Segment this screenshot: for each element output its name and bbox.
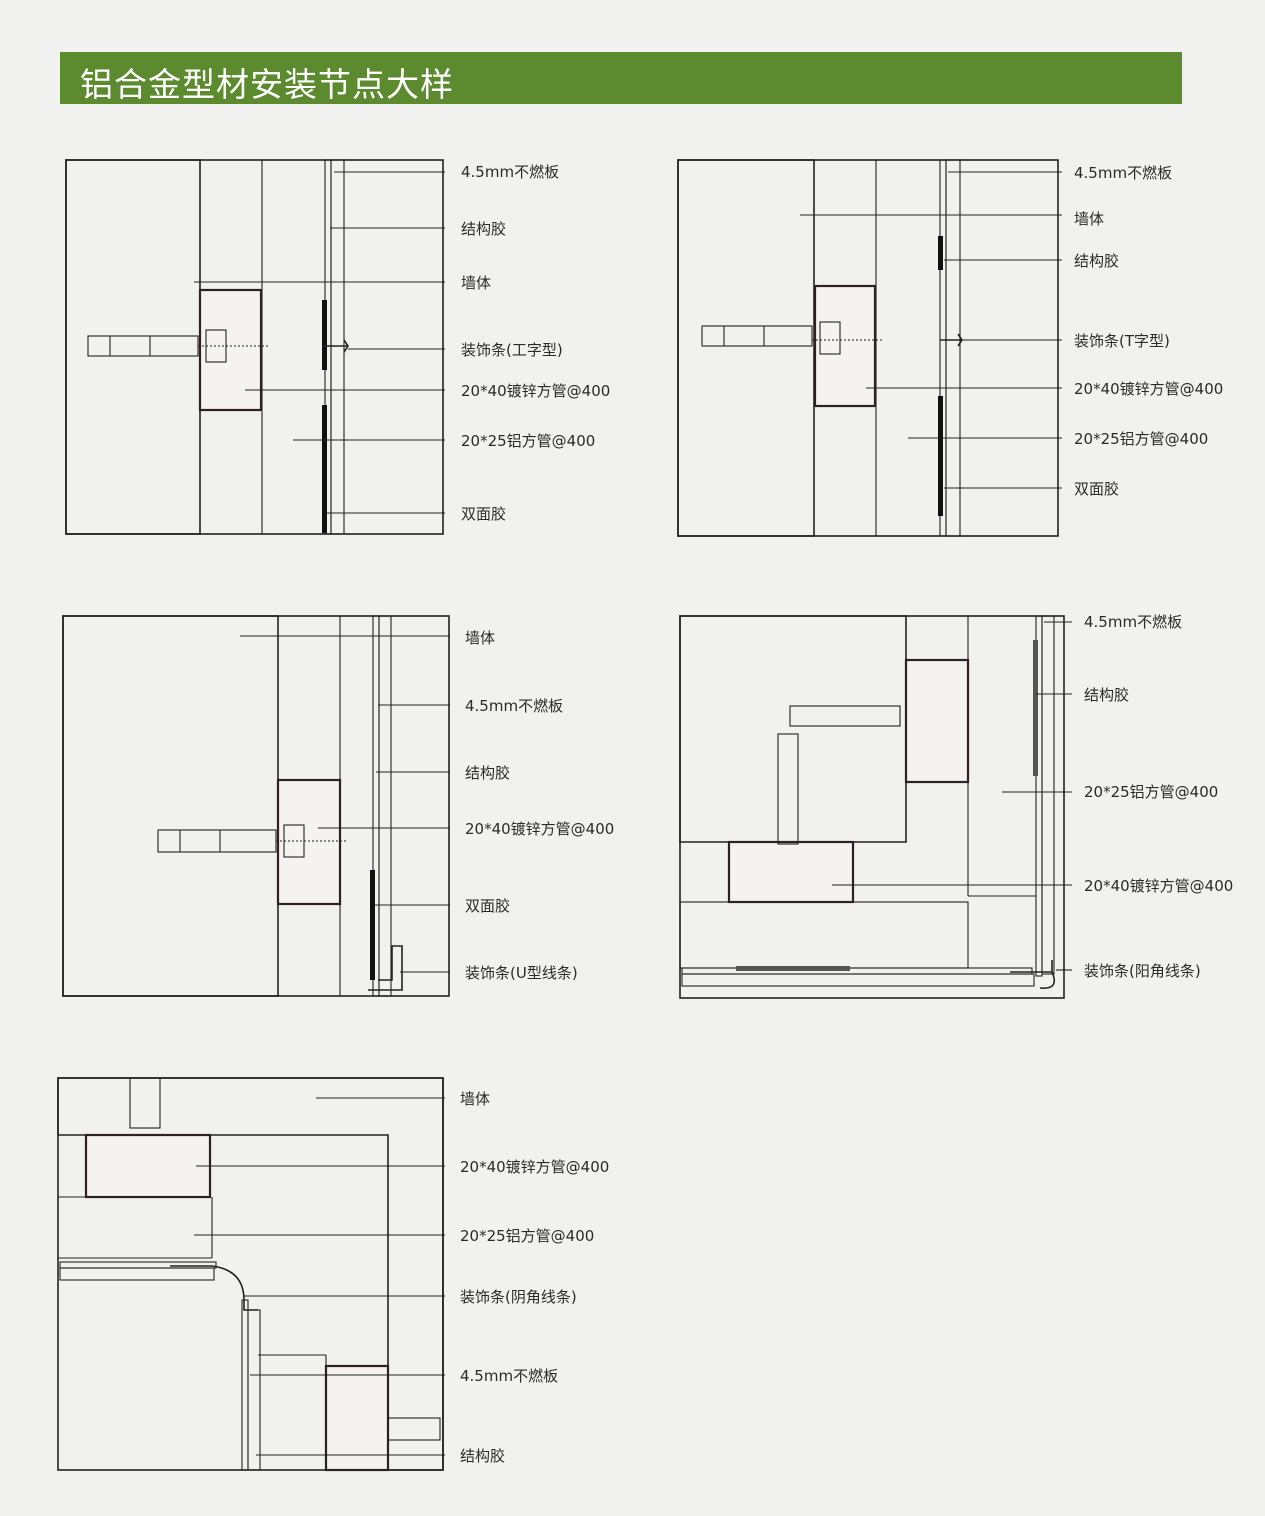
u-shaped-trim	[368, 945, 403, 991]
label-wall: 墙体	[465, 629, 495, 647]
label-glue: 结构胶	[461, 220, 506, 238]
anchor-bolt-right	[387, 1417, 441, 1441]
anchor-bolt	[129, 1077, 161, 1129]
label-wall: 墙体	[460, 1090, 490, 1108]
wall-hatch	[65, 159, 201, 535]
label-glue: 结构胶	[465, 764, 510, 782]
header-bar: 铝合金型材安装节点大样	[60, 52, 1182, 104]
label-wall: 墙体	[1074, 210, 1104, 228]
wall-hatch	[62, 615, 279, 997]
label-glue: 结构胶	[1084, 686, 1129, 704]
label-glue: 结构胶	[1074, 252, 1119, 270]
label-wall: 墙体	[461, 274, 491, 292]
galvanized-tube-vertical	[904, 658, 970, 784]
t-shaped-trim	[940, 333, 963, 347]
galvanized-tube-horizontal	[84, 1133, 212, 1199]
wall-hatch	[679, 615, 907, 843]
anchor-bolt	[789, 705, 901, 727]
label-alu-tube: 20*25铝方管@400	[461, 432, 595, 450]
detail-5: 墙体 20*40镀锌方管@400 20*25铝方管@400 装饰条(阴角线条) …	[57, 1077, 609, 1472]
label-steel-tube: 20*40镀锌方管@400	[461, 382, 610, 400]
galvanized-tube	[276, 778, 342, 906]
label-alu-tube: 20*25铝方管@400	[1084, 783, 1218, 801]
label-steel-tube: 20*40镀锌方管@400	[1074, 380, 1223, 398]
label-steel-tube: 20*40镀锌方管@400	[460, 1158, 609, 1176]
label-trim: 装饰条(U型线条)	[465, 964, 578, 982]
label-board: 4.5mm不燃板	[1084, 613, 1182, 631]
label-board: 4.5mm不燃板	[461, 163, 559, 181]
detail-2: 4.5mm不燃板 墙体 结构胶 装饰条(T字型) 20*40镀锌方管@400 2…	[677, 159, 1223, 537]
label-trim: 装饰条(阳角线条)	[1084, 962, 1201, 980]
galvanized-tube	[198, 288, 263, 412]
inner-corner-trim	[170, 1265, 258, 1311]
galvanized-tube-vertical	[324, 1364, 390, 1472]
label-steel-tube: 20*40镀锌方管@400	[1084, 877, 1233, 895]
label-steel-tube: 20*40镀锌方管@400	[465, 820, 614, 838]
label-tape: 双面胶	[465, 897, 510, 915]
label-alu-tube: 20*25铝方管@400	[1074, 430, 1208, 448]
label-board: 4.5mm不燃板	[465, 697, 563, 715]
label-board: 4.5mm不燃板	[1074, 164, 1172, 182]
wall-hatch	[677, 159, 815, 537]
label-board: 4.5mm不燃板	[460, 1367, 558, 1385]
label-trim: 装饰条(工字型)	[461, 341, 563, 359]
galvanized-tube	[813, 284, 877, 408]
label-trim: 装饰条(阴角线条)	[460, 1288, 577, 1306]
label-glue: 结构胶	[460, 1447, 505, 1465]
label-tape: 双面胶	[1074, 480, 1119, 498]
anchor-bolt	[87, 335, 199, 357]
anchor-bolt	[701, 325, 813, 347]
label-alu-tube: 20*25铝方管@400	[460, 1227, 594, 1245]
label-tape: 双面胶	[461, 505, 506, 523]
detail-4: 4.5mm不燃板 结构胶 20*25铝方管@400 20*40镀锌方管@400 …	[679, 613, 1233, 999]
detail-3: 墙体 4.5mm不燃板 结构胶 20*40镀锌方管@400 双面胶 装饰条(U型…	[62, 615, 614, 997]
anchor-bolt-vertical	[777, 733, 799, 845]
galvanized-tube-horizontal	[727, 840, 855, 904]
i-shaped-trim	[322, 339, 349, 353]
label-trim: 装饰条(T字型)	[1074, 332, 1170, 350]
detail-1: 4.5mm不燃板 结构胶 墙体 装饰条(工字型) 20*40镀锌方管@400 2…	[65, 159, 610, 535]
page-title: 铝合金型材安装节点大样	[80, 65, 454, 104]
outer-corner-trim	[1010, 960, 1056, 989]
anchor-bolt	[157, 829, 277, 853]
